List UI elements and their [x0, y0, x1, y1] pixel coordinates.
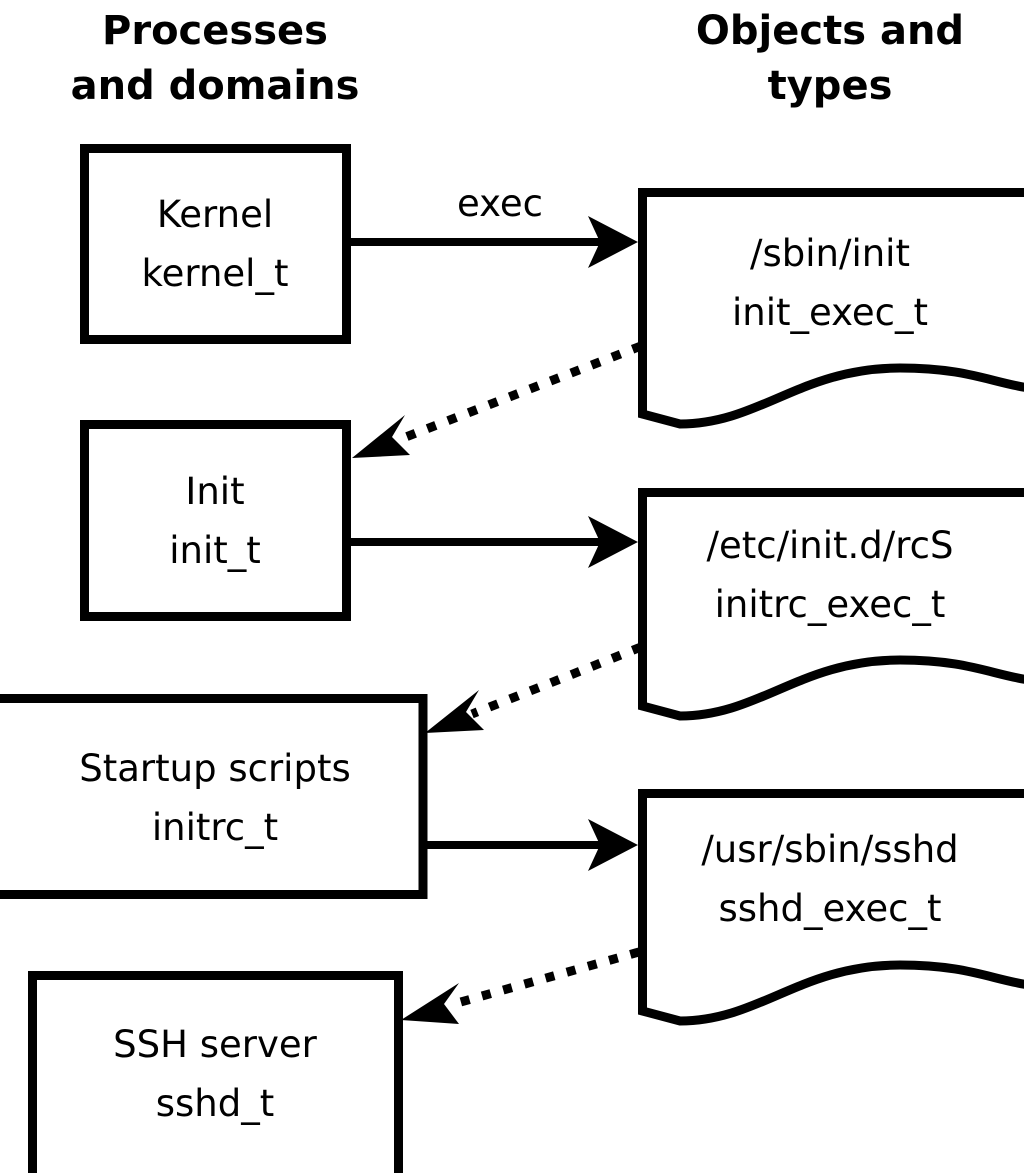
kernel-box-line2: kernel_t [142, 252, 289, 295]
left-heading-line2: and domains [71, 63, 360, 109]
init-exec-line2: init_exec_t [732, 291, 928, 334]
initrc-box[interactable] [0, 694, 428, 899]
edge-init-exec-initrc-exec [348, 516, 638, 568]
process-node-kernel[interactable]: Kernel kernel_t [80, 144, 351, 344]
object-node-sshd-exec[interactable]: /usr/sbin/sshd sshd_exec_t [638, 789, 1024, 1026]
init-transition-line [396, 341, 643, 445]
init-exec-line1: /sbin/init [750, 232, 910, 275]
edge-init-exec-transition-init [352, 341, 643, 458]
sshd-box-line1: SSH server [113, 1023, 317, 1066]
edge-label-exec: exec [457, 182, 543, 225]
edge-initrc-exec-transition-initrc [425, 642, 643, 733]
init-box-line1: Init [185, 470, 244, 513]
initrc-transition-arrowhead [425, 690, 484, 733]
left-heading-line1: Processes [102, 8, 328, 54]
edge-initrc-exec-sshd-exec [423, 819, 638, 871]
sshd-exec-document-shape[interactable] [638, 789, 1024, 1026]
kernel-exec-arrowhead [588, 216, 638, 268]
initrc-exec-document-shape[interactable] [638, 488, 1024, 721]
process-node-initrc[interactable]: Startup scripts initrc_t [0, 694, 428, 899]
object-node-init-exec[interactable]: /sbin/init init_exec_t [638, 188, 1024, 429]
sshd-exec-line1: /usr/sbin/sshd [701, 828, 958, 871]
process-node-sshd[interactable]: SSH server sshd_t [28, 971, 403, 1173]
initrc-exec-line2: initrc_exec_t [715, 583, 946, 626]
initrc-exec-line1: /etc/init.d/rcS [706, 524, 953, 567]
left-column-heading: Processes and domains [71, 8, 360, 109]
sshd-transition-line [448, 947, 641, 1010]
sshd-exec-line2: sshd_exec_t [719, 887, 942, 930]
sshd-box-line2: sshd_t [156, 1082, 275, 1125]
init-exec-document-shape[interactable] [638, 188, 1024, 429]
kernel-box-line1: Kernel [157, 193, 273, 236]
right-heading-line2: types [768, 63, 893, 109]
init-exec-arrowhead [588, 516, 638, 568]
init-box-line2: init_t [169, 529, 261, 572]
right-column-heading: Objects and types [696, 8, 964, 109]
sshd-transition-arrowhead [401, 983, 459, 1024]
initrc-transition-line [470, 642, 643, 719]
init-box[interactable] [80, 420, 351, 621]
edge-kernel-exec-init-exec: exec [348, 182, 638, 268]
initrc-box-line1: Startup scripts [79, 747, 350, 790]
process-node-init[interactable]: Init init_t [80, 420, 351, 621]
right-heading-line1: Objects and [696, 8, 964, 54]
initrc-box-line2: initrc_t [152, 806, 278, 849]
kernel-box[interactable] [80, 144, 351, 344]
sshd-box[interactable] [28, 971, 403, 1173]
init-transition-arrowhead [352, 415, 410, 458]
edge-sshd-exec-transition-sshd [401, 947, 641, 1024]
object-node-initrc-exec[interactable]: /etc/init.d/rcS initrc_exec_t [638, 488, 1024, 721]
initrc-exec-arrowhead [588, 819, 638, 871]
